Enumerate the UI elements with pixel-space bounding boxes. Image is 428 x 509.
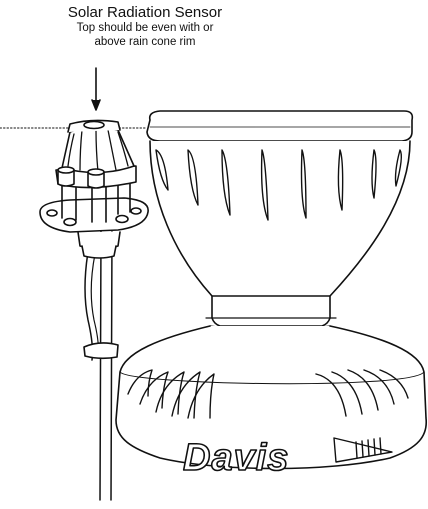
rain-cone-rim — [146, 110, 414, 142]
base-vents-left — [127, 369, 215, 419]
logo-wordmark: Davis — [183, 437, 289, 479]
sensor-title: Solar Radiation Sensor — [67, 4, 223, 21]
mounting-pole — [99, 231, 113, 501]
sensor-placement-note: Top should be even with or above rain co… — [30, 21, 260, 49]
rain-collector: Davis — [115, 110, 427, 480]
plate-bolts — [46, 207, 142, 227]
collector-neck — [211, 295, 331, 327]
note-line-1: Top should be even with or — [76, 22, 214, 34]
davis-logo: Davis — [182, 436, 393, 480]
rain-cone-body — [149, 140, 411, 297]
logo-flag-mark — [333, 437, 393, 463]
housing-ribs — [67, 129, 129, 173]
pole-clamp — [83, 342, 119, 360]
note-line-2: above rain cone rim — [94, 36, 196, 48]
pointer-arrow — [91, 67, 101, 111]
base-vents-right — [315, 369, 409, 417]
solar-radiation-sensor — [39, 119, 149, 501]
cone-fins — [155, 149, 403, 221]
collector-base — [115, 325, 427, 470]
sensor-cylinders — [57, 166, 105, 189]
